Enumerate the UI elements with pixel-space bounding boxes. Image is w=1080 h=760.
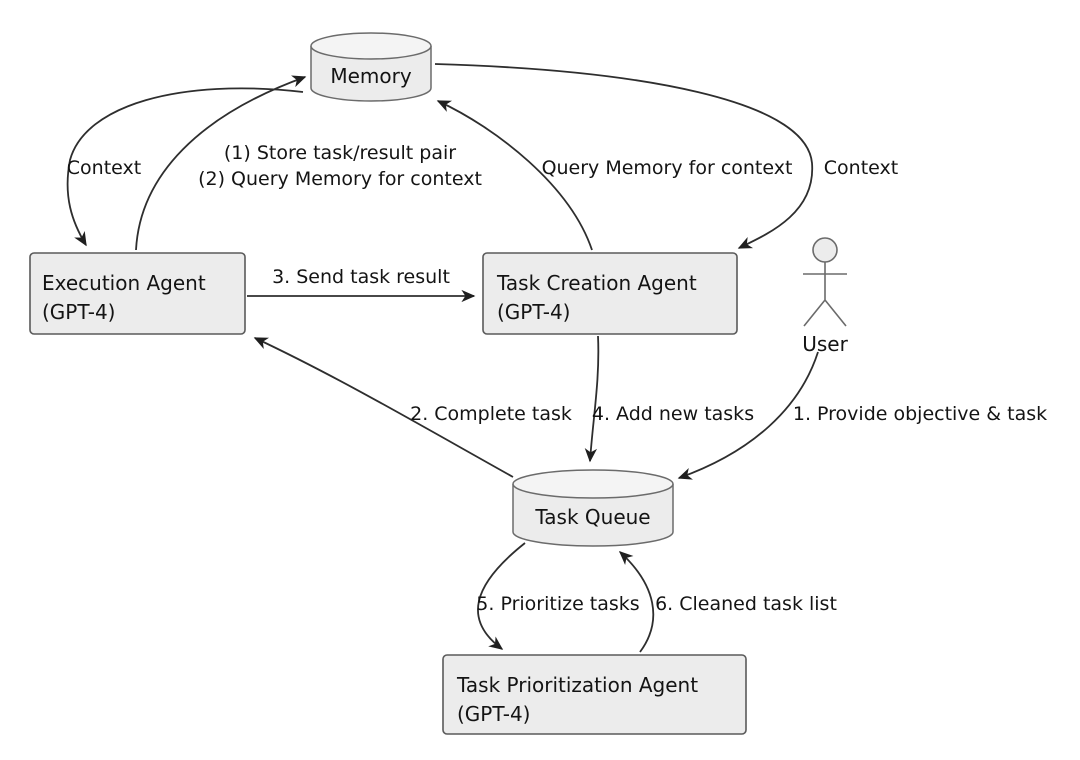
execution-agent-box [29, 252, 246, 335]
label-send-task-result: 3. Send task result [272, 266, 450, 288]
edge-provide-objective [677, 351, 819, 480]
memory-label: Memory [330, 64, 412, 88]
memory-cylinder-top [310, 32, 432, 60]
node-user: User [802, 237, 849, 356]
label-query-context: (2) Query Memory for context [198, 168, 482, 190]
task-prioritization-agent-box [442, 654, 747, 735]
label-add-new-tasks: 4. Add new tasks [592, 403, 754, 425]
node-task-prioritization-agent: Task Prioritization Agent (GPT-4) [442, 654, 747, 735]
execution-agent-sublabel: (GPT-4) [42, 300, 116, 324]
edge-query-memory [436, 100, 593, 251]
label-context-left: Context [67, 157, 141, 179]
task-queue-cylinder-top [512, 469, 674, 499]
node-task-queue: Task Queue [512, 469, 674, 547]
task-creation-agent-box [482, 252, 738, 335]
edge-context-right [434, 63, 813, 249]
user-body-icon [803, 262, 847, 327]
task-creation-agent-label: Task Creation Agent [496, 271, 697, 295]
label-cleaned-task-list: 6. Cleaned task list [655, 593, 837, 615]
label-context-right: Context [824, 157, 898, 179]
user-label: User [802, 332, 848, 356]
label-complete-task: 2. Complete task [410, 403, 572, 425]
task-prioritization-agent-sublabel: (GPT-4) [457, 702, 531, 726]
label-query-memory: Query Memory for context [542, 157, 793, 179]
edge-prioritize-tasks [477, 542, 526, 650]
user-head-icon [812, 237, 838, 263]
edge-labels: Context (1) Store task/result pair (2) Q… [67, 142, 1047, 615]
label-store-pair: (1) Store task/result pair [224, 142, 456, 164]
edge-cleaned-task-list [618, 551, 655, 653]
node-execution-agent: Execution Agent (GPT-4) [29, 252, 246, 335]
label-provide-objective: 1. Provide objective & task [793, 403, 1047, 425]
label-prioritize-tasks: 5. Prioritize tasks [476, 593, 639, 615]
node-memory: Memory [310, 32, 432, 102]
edge-store-query-memory [135, 75, 307, 251]
edge-context-left [66, 87, 304, 247]
execution-agent-label: Execution Agent [42, 271, 206, 295]
task-prioritization-agent-label: Task Prioritization Agent [456, 673, 698, 697]
memory-cylinder-body [310, 46, 432, 102]
task-creation-agent-sublabel: (GPT-4) [497, 300, 571, 324]
edge-add-new-tasks [584, 335, 600, 463]
edges [66, 63, 819, 653]
node-task-creation-agent: Task Creation Agent (GPT-4) [482, 252, 738, 335]
task-queue-cylinder-body [512, 484, 674, 547]
task-queue-label: Task Queue [534, 505, 650, 529]
edge-complete-task [253, 337, 514, 478]
